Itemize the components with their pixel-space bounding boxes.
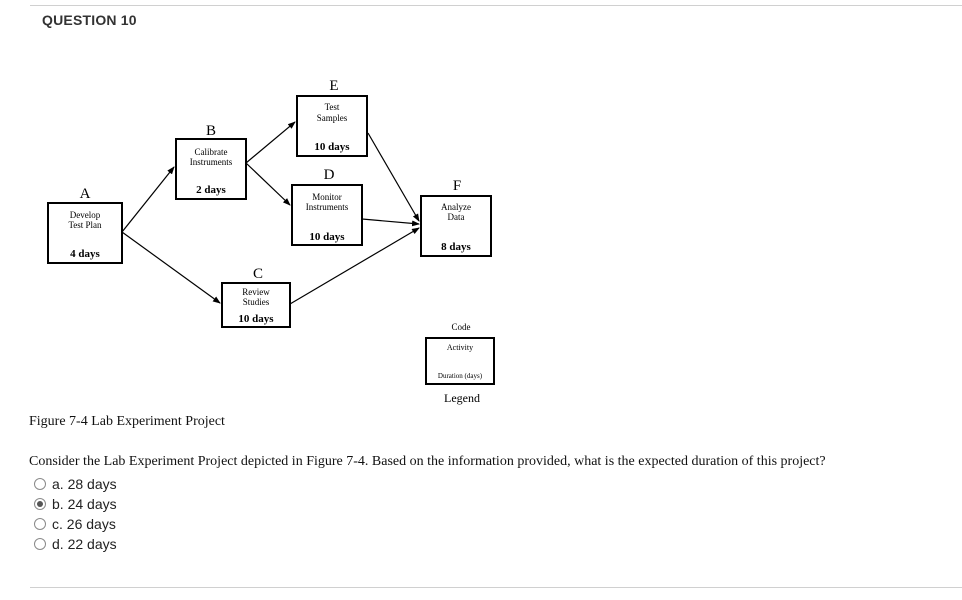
legend-activity-label: Activity [447,343,473,352]
arrow-b-d [245,162,291,206]
arrow-c-f [289,227,420,305]
node-c-duration: 10 days [238,313,274,325]
node-e-box [296,95,368,157]
node-c-name-line2: Studies [243,297,270,307]
node-c-letter: C [253,266,263,282]
node-e-duration: 10 days [314,141,350,153]
legend-box [425,337,495,385]
option-a-label: a. 28 days [52,476,117,492]
node-e-name-line1: Test [325,102,340,112]
node-b-duration: 2 days [196,184,226,196]
node-b-name-line2: Instruments [190,157,233,167]
option-d[interactable]: d. 22 days [34,534,117,554]
node-a-name-line1: Develop [70,210,101,220]
legend: Code Activity Duration (days) Legend [425,322,495,405]
arrows [121,121,420,305]
node-f-name-line2: Data [448,212,465,222]
node-d-name-line1: Monitor [312,192,342,202]
option-a-radio[interactable] [34,478,46,490]
node-b-box [175,138,247,200]
legend-code-label: Code [452,322,471,332]
node-e-name-line2: Samples [317,113,348,123]
option-a[interactable]: a. 28 days [34,474,117,494]
node-d: D Monitor Instruments 10 days [291,167,363,246]
node-d-duration: 10 days [309,231,345,243]
node-c-box [221,282,291,328]
option-c-radio[interactable] [34,518,46,530]
option-b[interactable]: b. 24 days [34,494,117,514]
node-e-letter: E [329,78,338,94]
node-a-name-line2: Test Plan [68,220,102,230]
answer-options: a. 28 days b. 24 days c. 26 days d. 22 d… [34,474,117,554]
option-b-radio[interactable] [34,498,46,510]
question-prompt: Consider the Lab Experiment Project depi… [29,454,826,469]
arrow-d-f [361,218,420,227]
top-divider [30,5,962,6]
node-a-letter: A [80,186,91,202]
node-a-duration: 4 days [70,248,100,260]
option-d-radio[interactable] [34,538,46,550]
question-title: QUESTION 10 [42,12,137,28]
arrow-b-e [245,121,296,164]
node-c: C Review Studies 10 days [221,266,291,328]
bottom-divider [30,587,962,588]
figure-caption: Figure 7-4 Lab Experiment Project [29,414,225,429]
node-f-name-line1: Analyze [441,202,471,212]
node-a: A Develop Test Plan 4 days [47,186,123,264]
node-d-box [291,184,363,246]
node-f-box [420,195,492,257]
node-f: F Analyze Data 8 days [420,178,492,257]
node-b-name-line1: Calibrate [195,147,228,157]
option-b-label: b. 24 days [52,496,117,512]
node-f-letter: F [453,178,461,194]
option-c-label: c. 26 days [52,516,116,532]
option-c[interactable]: c. 26 days [34,514,117,534]
arrow-a-b [121,166,175,233]
node-e: E Test Samples 10 days [296,78,368,157]
legend-title: Legend [444,391,480,405]
legend-duration-label: Duration (days) [438,372,483,380]
node-d-name-line2: Instruments [306,202,349,212]
node-f-duration: 8 days [441,241,471,253]
option-d-label: d. 22 days [52,536,117,552]
node-b-letter: B [206,123,216,139]
node-b: B Calibrate Instruments 2 days [175,123,247,200]
node-c-name-line1: Review [242,287,270,297]
node-a-box [47,202,123,264]
arrow-e-f [367,132,420,222]
arrow-a-c [121,231,221,304]
node-d-letter: D [324,167,335,183]
